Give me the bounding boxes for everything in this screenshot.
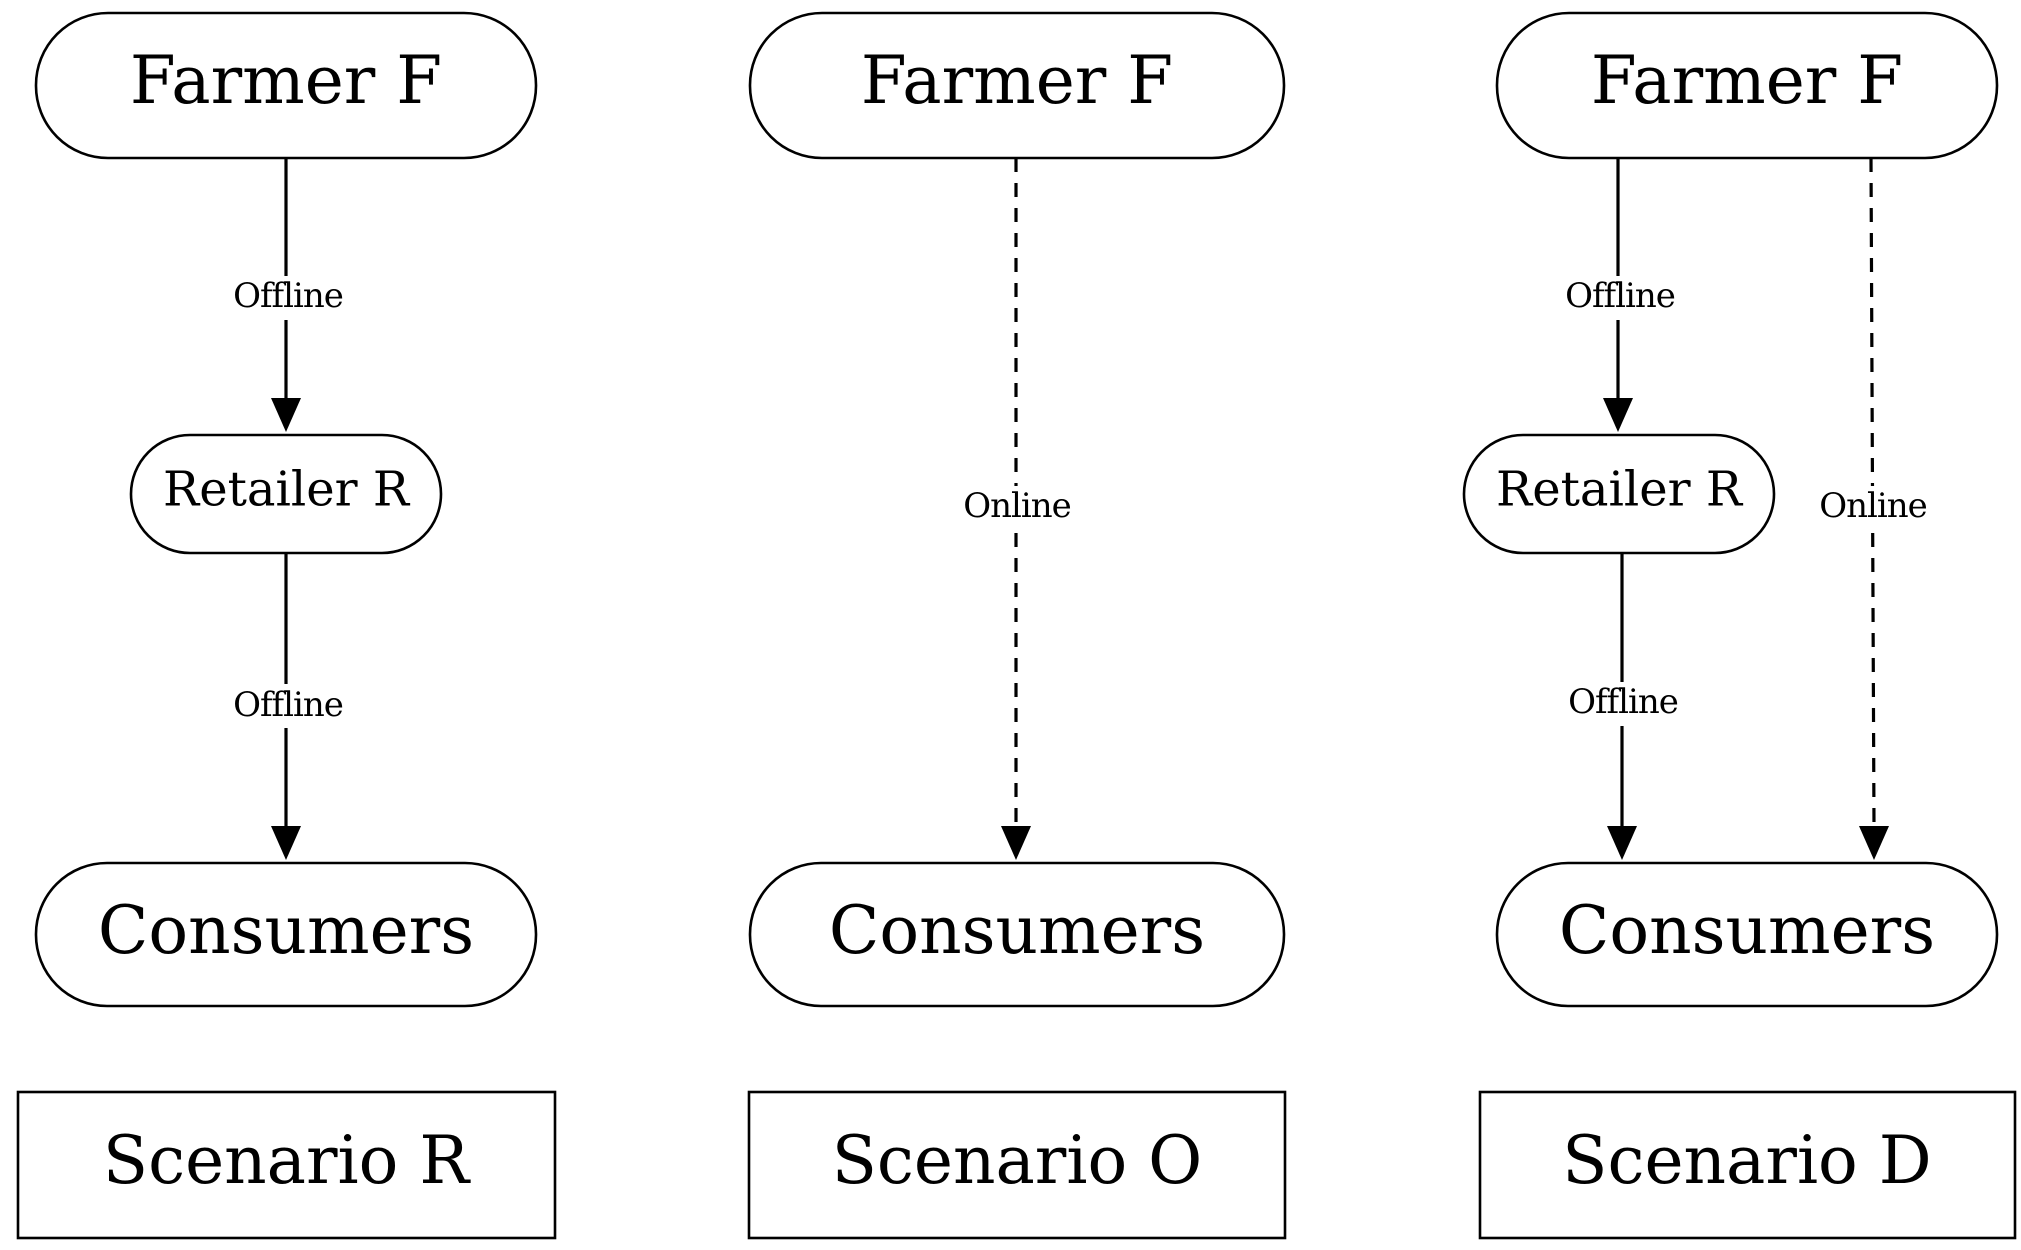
scenario-caption-box-r (16, 1090, 557, 1240)
retailer-node-d (1462, 433, 1776, 555)
scenario-d: Farmer F Offline Retailer R Offline Onli… (1462, 11, 2017, 1240)
consumers-node-d (1495, 861, 1999, 1008)
edge-label-offline: Offline (233, 276, 343, 316)
arrow-head (1607, 826, 1637, 860)
consumers-label-d: Consumers (1559, 892, 1935, 969)
consumers-node-o (748, 861, 1286, 1008)
arrow-head (271, 398, 301, 432)
farmer-node-d (1495, 11, 1999, 160)
scenario-caption-d: Scenario D (1562, 1122, 1931, 1199)
arrow-head (1603, 398, 1633, 432)
scenario-o: Farmer F Online Consumers Scenario O (747, 11, 1287, 1240)
edge-label-offline: Offline (1565, 276, 1675, 316)
consumers-label-r: Consumers (98, 892, 474, 969)
arrow-head (271, 826, 301, 860)
retailer-label-r: Retailer R (163, 462, 411, 518)
edge-label-online: Online (1819, 486, 1927, 526)
consumers-label-o: Consumers (829, 892, 1205, 969)
scenario-caption-box-d (1478, 1090, 2017, 1240)
edge-label-online: Online (963, 486, 1071, 526)
arrow-head (1859, 826, 1889, 860)
arrow-head (1001, 826, 1031, 860)
scenario-caption-o: Scenario O (832, 1122, 1203, 1199)
scenario-r: Farmer F Offline Retailer R Offline Cons… (16, 11, 557, 1240)
retailer-label-d: Retailer R (1496, 462, 1744, 518)
consumers-node-r (34, 861, 538, 1008)
scenario-caption-box-o (747, 1090, 1287, 1240)
edge-label-offline: Offline (233, 685, 343, 725)
edge-label-offline: Offline (1568, 682, 1678, 722)
farmer-label-r: Farmer F (130, 42, 442, 119)
farmer-label-d: Farmer F (1591, 42, 1903, 119)
farmer-label-o: Farmer F (861, 42, 1173, 119)
scenario-caption-r: Scenario R (103, 1122, 471, 1199)
